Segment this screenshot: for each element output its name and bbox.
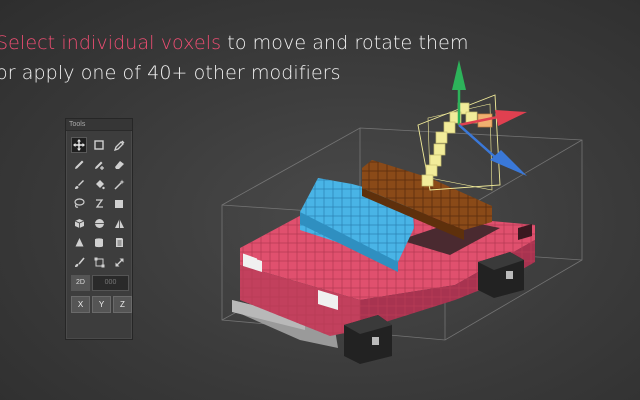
headline-line1-rest: to move and rotate them bbox=[221, 32, 469, 54]
brush-alt-icon[interactable] bbox=[71, 254, 87, 270]
cylinder-icon[interactable] bbox=[91, 235, 107, 251]
headline-accent: Select individual voxels bbox=[0, 32, 222, 54]
bounding-box-icon[interactable] bbox=[91, 254, 107, 270]
selected-voxels[interactable] bbox=[417, 94, 501, 191]
gizmo-x-arrow-icon bbox=[495, 110, 527, 126]
wheel-rear bbox=[478, 252, 524, 298]
scale-arrows-icon[interactable] bbox=[111, 254, 127, 270]
lasso-icon[interactable] bbox=[71, 196, 87, 212]
line-icon[interactable] bbox=[91, 196, 107, 212]
select-box-icon[interactable] bbox=[91, 137, 107, 153]
mode-2d-button[interactable]: 2D bbox=[71, 275, 90, 291]
paint-bucket-icon[interactable] bbox=[91, 176, 107, 192]
sphere-icon[interactable] bbox=[91, 215, 107, 231]
pencil-icon[interactable] bbox=[71, 157, 87, 173]
gizmo-y-arrow-icon bbox=[452, 60, 466, 90]
axis-x-button[interactable]: X bbox=[71, 296, 90, 313]
eraser-icon[interactable] bbox=[111, 157, 127, 173]
axis-z-button[interactable]: Z bbox=[113, 296, 132, 313]
tool-grid bbox=[71, 137, 129, 274]
magic-wand-icon[interactable] bbox=[111, 176, 127, 192]
pencil-add-icon[interactable] bbox=[91, 157, 107, 173]
headline: Select individual voxels to move and rot… bbox=[0, 28, 469, 88]
voxel-car[interactable] bbox=[232, 160, 535, 364]
mode-value-field[interactable]: 000 bbox=[92, 275, 129, 291]
layers-icon[interactable] bbox=[111, 235, 127, 251]
tools-panel-title: Tools bbox=[66, 119, 132, 131]
headline-line2: or apply one of 40+ other modifiers bbox=[0, 62, 341, 84]
axis-row: X Y Z bbox=[71, 296, 132, 313]
gizmo-z-arrow-icon bbox=[490, 150, 527, 176]
pyramid-icon[interactable] bbox=[111, 215, 127, 231]
wheel-front bbox=[344, 315, 392, 364]
move-tool-icon[interactable] bbox=[71, 137, 87, 153]
cone-icon[interactable] bbox=[71, 235, 87, 251]
eyedropper-icon[interactable] bbox=[111, 137, 127, 153]
axis-y-button[interactable]: Y bbox=[92, 296, 111, 313]
cube-icon[interactable] bbox=[71, 215, 87, 231]
mode-row: 2D 000 bbox=[71, 275, 129, 291]
square-icon[interactable] bbox=[111, 196, 127, 212]
tools-panel: Tools bbox=[65, 118, 133, 340]
brush-icon[interactable] bbox=[71, 176, 87, 192]
transform-gizmo[interactable] bbox=[452, 60, 527, 176]
